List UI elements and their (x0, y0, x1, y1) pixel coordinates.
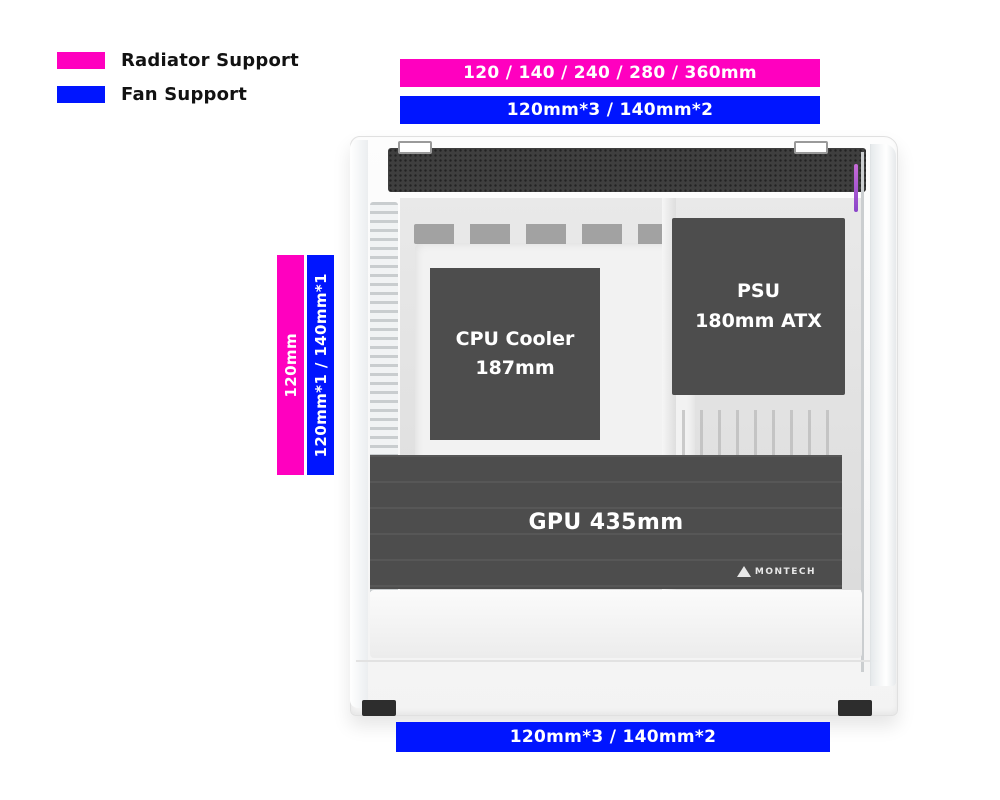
top-mesh-panel (388, 148, 866, 192)
legend-row-fan: Fan Support (57, 84, 299, 105)
tempered-glass-edge (870, 144, 896, 686)
case-base-seam (356, 660, 892, 662)
gpu-label: GPU 435mm (528, 509, 684, 535)
cpu-cooler-clearance-box: CPU Cooler 187mm (430, 268, 600, 440)
radiator-color-swatch (57, 52, 105, 69)
top-fan-support-bar: 120mm*3 / 140mm*2 (400, 96, 820, 124)
gpu-clearance-band: GPU 435mm MONTECH (370, 455, 842, 589)
pc-case: PSU 180mm ATX CPU Cooler 187mm GPU 435mm… (350, 136, 898, 716)
legend-row-radiator: Radiator Support (57, 50, 299, 71)
psu-label-line2: 180mm ATX (695, 309, 822, 332)
top-radiator-support-bar: 120 / 140 / 240 / 280 / 360mm (400, 59, 820, 87)
side-fan-support-bar: 120mm*1 / 140mm*1 (307, 255, 334, 475)
drive-cage-slats (682, 410, 840, 458)
fan-color-swatch (57, 86, 105, 103)
montech-logo-text: MONTECH (754, 566, 816, 577)
bottom-fan-support-bar: 120mm*3 / 140mm*2 (396, 722, 830, 752)
psu-clearance-box: PSU 180mm ATX (672, 218, 845, 395)
top-fan-clip-right (794, 141, 828, 154)
rear-panel-line (861, 152, 864, 672)
montech-logo: MONTECH (736, 566, 816, 577)
case-foot-right (838, 700, 872, 716)
cpu-cooler-label-line2: 187mm (475, 357, 555, 379)
top-fan-clip-left (398, 141, 432, 154)
legend: Radiator Support Fan Support (57, 50, 299, 120)
side-fan-support-label: 120mm*1 / 140mm*1 (311, 272, 330, 458)
top-interior-vent-slots (414, 224, 664, 244)
case-foot-left (362, 700, 396, 716)
cpu-cooler-label-line1: CPU Cooler (455, 327, 575, 350)
psu-label-line1: PSU (736, 280, 781, 303)
side-radiator-support-label: 120mm (281, 332, 300, 398)
front-panel-edge (350, 140, 368, 708)
radiator-legend-label: Radiator Support (121, 50, 299, 71)
montech-logo-icon (736, 566, 751, 577)
fan-legend-label: Fan Support (121, 84, 248, 105)
side-radiator-support-bar: 120mm (277, 255, 304, 475)
psu-shroud (370, 590, 862, 658)
rgb-light-strip (854, 164, 858, 212)
